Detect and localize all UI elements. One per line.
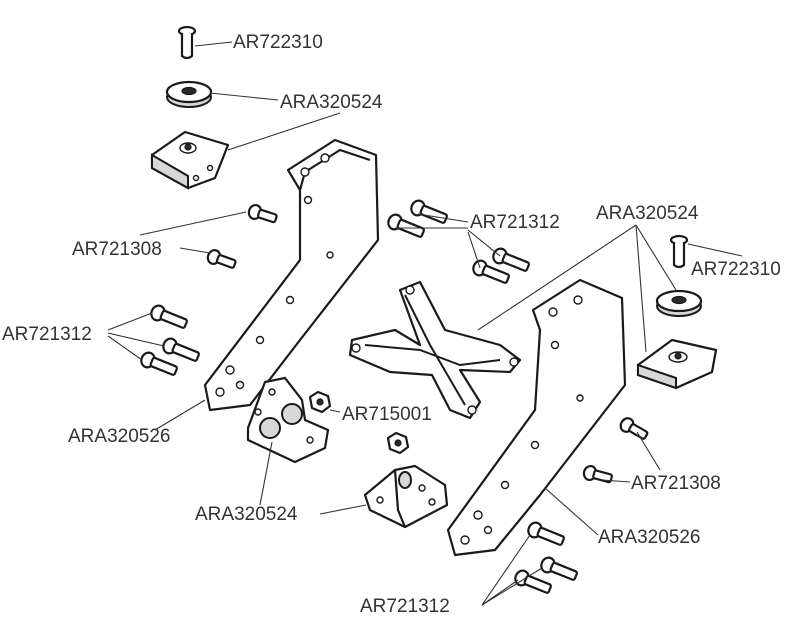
screws-bottom-triple <box>514 521 578 594</box>
mount-block-right <box>636 338 718 390</box>
label-screws-top-middle: AR721312 <box>470 212 560 233</box>
label-screws-left-pair: AR721308 <box>72 239 162 260</box>
nuts <box>308 390 410 455</box>
bracket-bottom-center <box>363 464 449 529</box>
leader-lines <box>107 41 743 606</box>
label-washer-right: ARA320524 <box>596 203 699 224</box>
part-labels: AR722310 ARA320524 AR721308 AR721312 ARA… <box>2 32 781 617</box>
label-screws-right-pair: AR721308 <box>631 473 721 494</box>
mount-block-top-left <box>150 130 230 190</box>
washer-top-left <box>165 80 213 108</box>
label-mounts-bottom: ARA320524 <box>195 504 298 525</box>
right-side-plate <box>446 278 627 557</box>
screws-left-triple <box>140 304 200 376</box>
screw-top-left <box>177 25 197 60</box>
screws-left-pair <box>206 203 278 269</box>
screws-top-middle <box>387 199 530 284</box>
screws-right-pair <box>582 417 649 484</box>
label-screw-top-right: AR722310 <box>691 259 781 280</box>
screw-top-right <box>669 234 689 269</box>
bracket-bottom-left <box>246 376 330 464</box>
x-brace <box>348 280 522 420</box>
label-nuts: AR715001 <box>342 404 432 425</box>
label-screw-top-left: AR722310 <box>233 32 323 53</box>
label-plate-left: ARA320526 <box>68 426 170 447</box>
label-screws-left-triple: AR721312 <box>2 324 92 345</box>
label-screws-bottom-triple: AR721312 <box>360 596 450 617</box>
label-plate-right: ARA320526 <box>598 527 700 548</box>
washer-right <box>655 289 703 317</box>
label-washer-top-left: ARA320524 <box>280 92 383 113</box>
left-side-plate <box>203 138 380 412</box>
